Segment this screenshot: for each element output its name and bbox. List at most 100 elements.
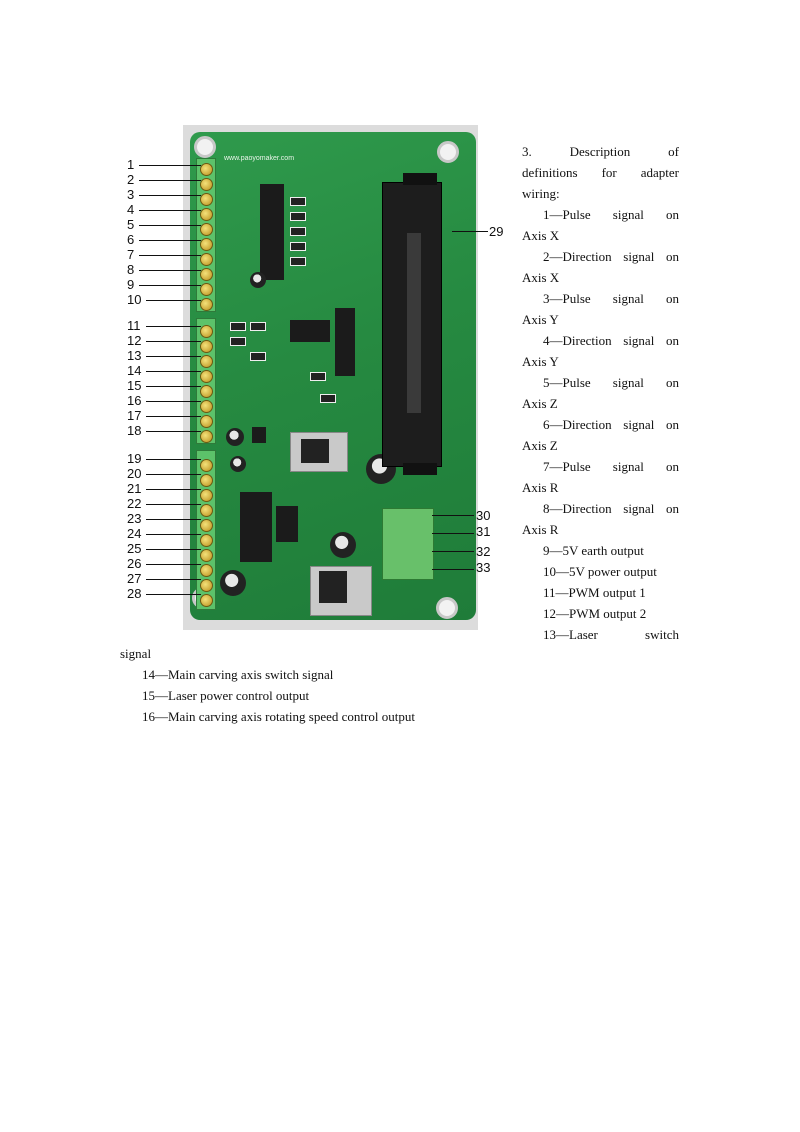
callout-label: 33 — [476, 560, 491, 575]
callout-label: 29 — [489, 224, 504, 239]
section-heading: definitions for adapter — [522, 162, 679, 183]
mounting-hole — [194, 136, 216, 158]
terminal-screw — [200, 415, 213, 428]
leader-line — [139, 270, 201, 271]
smd-resistor — [290, 242, 306, 251]
terminal-screw — [200, 519, 213, 532]
leader-line — [432, 569, 474, 570]
definition-item-tail: Axis Z — [522, 438, 558, 453]
definition-item: 16—Main carving axis rotating speed cont… — [142, 709, 415, 724]
leader-line — [146, 341, 201, 342]
item-word: on — [665, 375, 679, 390]
heading-word: adapter — [640, 165, 679, 180]
terminal-block-3 — [196, 450, 216, 610]
terminal-screw — [200, 579, 213, 592]
terminal-block-1 — [196, 158, 216, 312]
callout-label: 5 — [127, 217, 135, 232]
callout-label: 3 — [127, 187, 135, 202]
leader-line — [139, 195, 201, 196]
leader-line — [146, 579, 201, 580]
terminal-screw — [200, 283, 213, 296]
ic-chip — [276, 506, 298, 542]
terminal-screw — [200, 489, 213, 502]
definition-item-tail: Axis Y — [522, 312, 559, 327]
terminal-block-2 — [196, 318, 216, 444]
section-heading: wiring: — [522, 186, 560, 201]
callout-label: 18 — [127, 423, 142, 438]
leader-line — [146, 386, 201, 387]
definition-item: 10—5V power output — [543, 564, 657, 579]
definition-item: 12—PWM output 2 — [543, 606, 647, 621]
item-word: signal — [612, 207, 644, 222]
callout-label: 2 — [127, 172, 135, 187]
electrolytic-capacitor — [330, 532, 356, 558]
item-word: 6—Direction — [543, 417, 612, 432]
electrolytic-capacitor — [250, 272, 266, 288]
terminal-screw — [200, 340, 213, 353]
callout-label: 31 — [476, 524, 491, 539]
electrolytic-capacitor — [220, 570, 246, 596]
leader-line — [146, 474, 201, 475]
leader-line — [146, 504, 201, 505]
item-word: signal — [612, 375, 644, 390]
section-heading: 3. Description of — [522, 141, 679, 162]
item-word: 13—Laser — [543, 627, 598, 642]
leader-line — [452, 231, 488, 232]
mounting-hole — [437, 141, 459, 163]
terminal-screw — [200, 163, 213, 176]
callout-label: 21 — [127, 481, 142, 496]
leader-line — [432, 551, 474, 552]
callout-label: 32 — [476, 544, 491, 559]
callout-label: 23 — [127, 511, 142, 526]
terminal-screw — [200, 385, 213, 398]
wiring-description: 3. Description of definitions for adapte… — [522, 141, 679, 645]
item-word: signal — [623, 333, 655, 348]
callout-label: 26 — [127, 556, 142, 571]
definition-item: 9—5V earth output — [543, 543, 644, 558]
callout-label: 13 — [127, 348, 142, 363]
terminal-screw — [200, 564, 213, 577]
terminal-screw — [200, 223, 213, 236]
smd-resistor — [250, 352, 266, 361]
connector-slot — [407, 233, 421, 413]
definition-item-tail: Axis Y — [522, 354, 559, 369]
definition-item: 3—Pulse signal on — [522, 288, 679, 309]
terminal-screw — [200, 400, 213, 413]
callout-label: 4 — [127, 202, 135, 217]
item-word: signal — [623, 501, 655, 516]
terminal-screw — [200, 253, 213, 266]
definition-item: 2—Direction signal on — [522, 246, 679, 267]
item-word: 7—Pulse — [543, 459, 591, 474]
terminal-screw — [200, 325, 213, 338]
item-word: on — [665, 459, 679, 474]
smd-resistor — [230, 337, 246, 346]
adapter-board-figure: www.paoyomaker.com — [120, 125, 520, 635]
item-word: on — [666, 333, 679, 348]
terminal-screw — [200, 268, 213, 281]
smd-resistor — [230, 322, 246, 331]
idc-ribbon-connector — [382, 173, 442, 475]
pcb-url-text: www.paoyomaker.com — [224, 155, 295, 162]
definition-item: 1—Pulse signal on — [522, 204, 679, 225]
callout-label: 20 — [127, 466, 142, 481]
ic-chip — [335, 308, 355, 376]
heading-word: of — [668, 144, 679, 159]
definition-item: 14—Main carving axis switch signal — [142, 667, 334, 682]
leader-line — [146, 519, 201, 520]
terminal-screw — [200, 594, 213, 607]
smd-resistor — [290, 257, 306, 266]
definition-item-tail: Axis Z — [522, 396, 558, 411]
definition-item: 5—Pulse signal on — [522, 372, 679, 393]
leader-line — [139, 165, 201, 166]
item-word: on — [665, 291, 679, 306]
item-word: signal — [623, 249, 655, 264]
callout-label: 10 — [127, 292, 142, 307]
leader-line — [146, 371, 201, 372]
callout-label: 24 — [127, 526, 142, 541]
smd-resistor — [250, 322, 266, 331]
leader-line — [146, 534, 201, 535]
item-word: on — [666, 417, 679, 432]
leader-line — [146, 489, 201, 490]
leader-line — [146, 431, 201, 432]
leader-line — [146, 401, 201, 402]
